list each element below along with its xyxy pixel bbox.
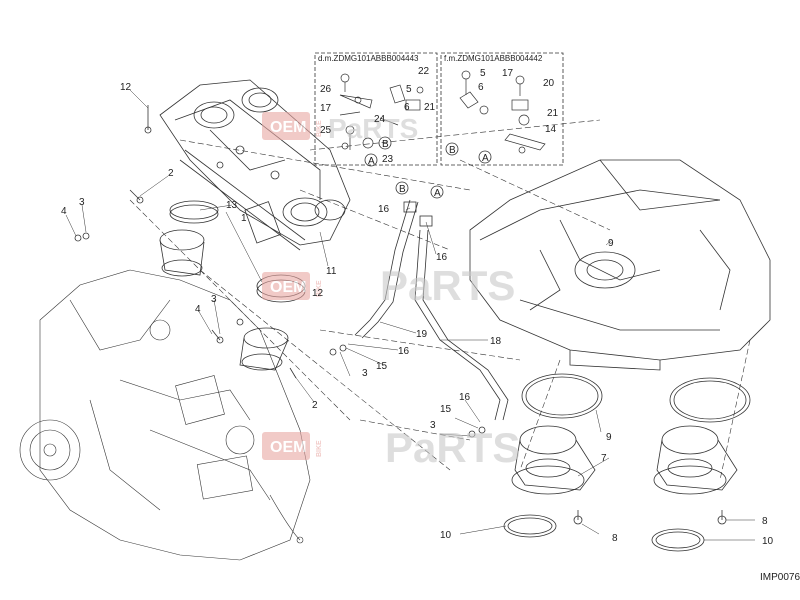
watermark-top-oem: OEM <box>270 119 306 136</box>
seal-9-left <box>521 373 603 419</box>
variant-right-parts <box>459 70 546 154</box>
callout-3-lower: 3 <box>211 294 217 305</box>
watermark-middle-parts: PaRTS <box>380 262 515 309</box>
watermark-top-bike: BIKE <box>316 120 323 137</box>
variant-label-left: d.m.ZDMG101ABBB004443 <box>318 54 419 63</box>
marker-b-variant-right: B <box>449 145 456 156</box>
engine-block <box>19 269 311 561</box>
watermark-bottom: OEM BIKE PaRTS <box>262 424 520 471</box>
breather-hose-19 <box>354 199 419 339</box>
callout-5-left: 5 <box>406 84 412 95</box>
marker-b-variant-left: B <box>382 139 389 150</box>
callout-20: 20 <box>543 78 555 89</box>
marker-a-variant-left: A <box>368 156 375 167</box>
callout-16-mid: 16 <box>398 346 410 357</box>
airbox <box>469 159 771 371</box>
callout-15: 15 <box>376 361 388 372</box>
callout-9-upper: 9 <box>608 238 614 249</box>
callout-23: 23 <box>382 154 394 165</box>
callout-10-left: 10 <box>440 530 452 541</box>
callout-5-right: 5 <box>480 68 486 79</box>
callout-2: 2 <box>168 168 174 179</box>
marker-a: A <box>434 188 441 199</box>
callout-8-left: 8 <box>612 533 618 544</box>
callout-3-mid: 3 <box>362 368 368 379</box>
gasket-10-left <box>503 514 557 538</box>
callout-10-right: 10 <box>762 536 774 547</box>
hose-clamp-16-upper-right <box>419 215 433 227</box>
callout-17-right: 17 <box>502 68 514 79</box>
variant-label-right: f.m.ZDMG101ABBB004442 <box>444 54 543 63</box>
watermark-middle: OEM BIKE PaRTS <box>262 262 515 309</box>
callout-17-left: 17 <box>320 103 332 114</box>
callout-3: 3 <box>79 197 85 208</box>
callout-2-lower: 2 <box>312 400 318 411</box>
callout-15-lower: 15 <box>440 404 452 415</box>
callout-4-lower: 4 <box>195 304 201 315</box>
callout-3-low: 3 <box>430 420 436 431</box>
marker-b: B <box>399 184 406 195</box>
leader-lines <box>65 89 755 541</box>
seal-9-right <box>669 377 751 423</box>
watermark-top: OEM BIKE PaRTS <box>262 112 418 144</box>
callout-9: 9 <box>606 432 612 443</box>
callout-12-lower: 12 <box>312 288 324 299</box>
marker-a-variant-right: A <box>482 153 489 164</box>
callout-24: 24 <box>374 114 386 125</box>
callout-8-right: 8 <box>762 516 768 527</box>
variant-left-parts <box>339 73 424 150</box>
callout-21-right: 21 <box>547 108 559 119</box>
watermark-bottom-oem: OEM <box>270 439 306 456</box>
watermark-top-parts: PaRTS <box>328 113 418 144</box>
callout-25: 25 <box>320 125 332 136</box>
watermark-middle-bike: BIKE <box>316 280 323 297</box>
callout-18: 18 <box>490 336 502 347</box>
callout-1: 1 <box>241 213 247 224</box>
variant-frame-left <box>314 52 438 166</box>
clamp-13-upper <box>169 200 219 224</box>
watermark-bottom-parts: PaRTS <box>385 424 520 471</box>
intake-manifold-left-lower <box>239 327 289 371</box>
marker-circles <box>364 136 492 199</box>
intake-adaptor-7-left <box>511 425 596 495</box>
intake-adaptor-7-right <box>653 425 738 495</box>
callout-16-upper-right: 16 <box>436 252 448 263</box>
callout-13: 13 <box>226 200 238 211</box>
callout-6-right: 6 <box>478 82 484 93</box>
callout-19: 19 <box>416 329 428 340</box>
callout-12: 12 <box>120 82 132 93</box>
callout-11: 11 <box>326 266 337 277</box>
hose-clamp-16-upper-left <box>403 201 417 213</box>
watermark-bottom-bike: BIKE <box>316 440 323 457</box>
callout-26: 26 <box>320 84 332 95</box>
callout-16-upper-left: 16 <box>378 204 390 215</box>
reference-code: IMP00767 <box>760 572 800 583</box>
callout-16-lower: 16 <box>459 392 471 403</box>
callout-7: 7 <box>601 453 607 464</box>
watermark-middle-oem: OEM <box>270 279 306 296</box>
callout-22: 22 <box>418 66 430 77</box>
callout-4: 4 <box>61 206 67 217</box>
callout-14: 14 <box>545 124 557 135</box>
breather-hose-18 <box>414 229 509 421</box>
intake-manifold-left-upper <box>159 229 205 277</box>
callout-21-left: 21 <box>424 102 436 113</box>
callout-6-left: 6 <box>404 102 410 113</box>
variant-frame-right <box>440 52 564 166</box>
